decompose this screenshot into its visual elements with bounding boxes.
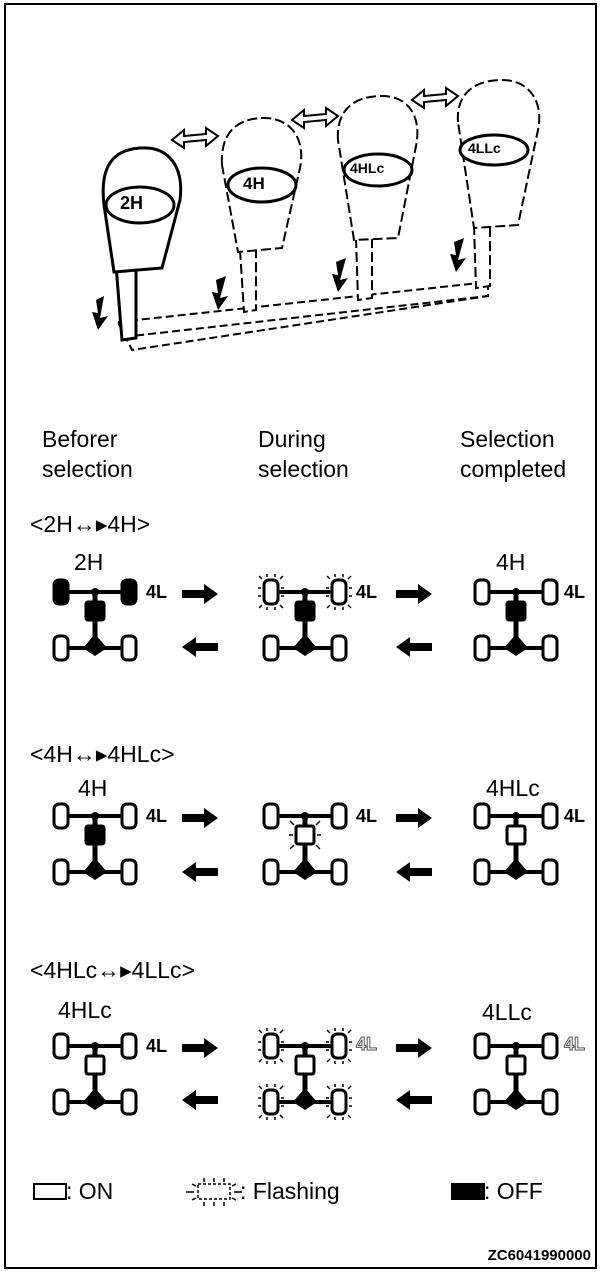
indicator-4l: 4L: [146, 1036, 168, 1056]
lever-label-4hlc: 4HLc: [350, 160, 385, 176]
row2-title: <4H↔▸4HLc>: [30, 741, 175, 767]
row3-title: <4HLc↔▸4LLc>: [30, 957, 195, 983]
legend-off-label: : OFF: [484, 1178, 543, 1204]
lever-label-4llc: 4LLc: [468, 140, 501, 156]
drivetrain-diagram: [52, 802, 138, 886]
row1-after-label: 4H: [496, 549, 526, 575]
indicator-4l: 4L: [356, 582, 378, 602]
drivetrain-diagram: [262, 802, 348, 886]
header-during: During selection: [258, 426, 349, 482]
lever-2h: [101, 146, 183, 342]
lever-label-4h: 4H: [243, 174, 265, 193]
indicator-4l: 4L: [564, 582, 586, 602]
row2-before-label: 4H: [78, 775, 108, 801]
legend-flashing-label: : Flashing: [240, 1178, 340, 1204]
lever-label-2h: 2H: [120, 193, 144, 213]
figure-frame: [4, 3, 597, 1269]
drivetrain-diagram: [473, 1032, 559, 1116]
lever-illustration: [92, 78, 541, 352]
drivetrain-diagram: [473, 802, 559, 886]
indicator-4l-flashing: 4L: [355, 1034, 378, 1055]
row3-before-label: 4HLc: [58, 997, 112, 1023]
row1-before-label: 2H: [74, 549, 104, 575]
indicator-4l: 4L: [356, 806, 378, 826]
figure-code: ZC6041990000: [487, 1247, 591, 1264]
legend-off-swatch: [451, 1183, 485, 1200]
drivetrain-diagram: [52, 1032, 138, 1116]
drivetrain-diagram: [257, 573, 353, 662]
legend-flashing-swatch: [197, 1183, 231, 1200]
legend-on-swatch: [33, 1183, 67, 1200]
header-completed: Selection completed: [460, 426, 567, 482]
header-before: Beforer selection: [42, 426, 133, 482]
row2-after-label: 4HLc: [486, 775, 540, 801]
legend-on-label: : ON: [66, 1178, 114, 1204]
row3-after-label: 4LLc: [482, 999, 532, 1025]
row1-title: <2H↔▸4H>: [30, 511, 151, 537]
drivetrain-diagram: [473, 578, 559, 662]
indicator-4l-outline: 4L: [563, 1034, 586, 1055]
drivetrain-diagram: [52, 578, 138, 662]
indicator-4l: 4L: [146, 582, 168, 602]
drivetrain-diagram: [257, 1027, 353, 1121]
indicator-4l: 4L: [146, 806, 168, 826]
indicator-4l: 4L: [564, 806, 586, 826]
